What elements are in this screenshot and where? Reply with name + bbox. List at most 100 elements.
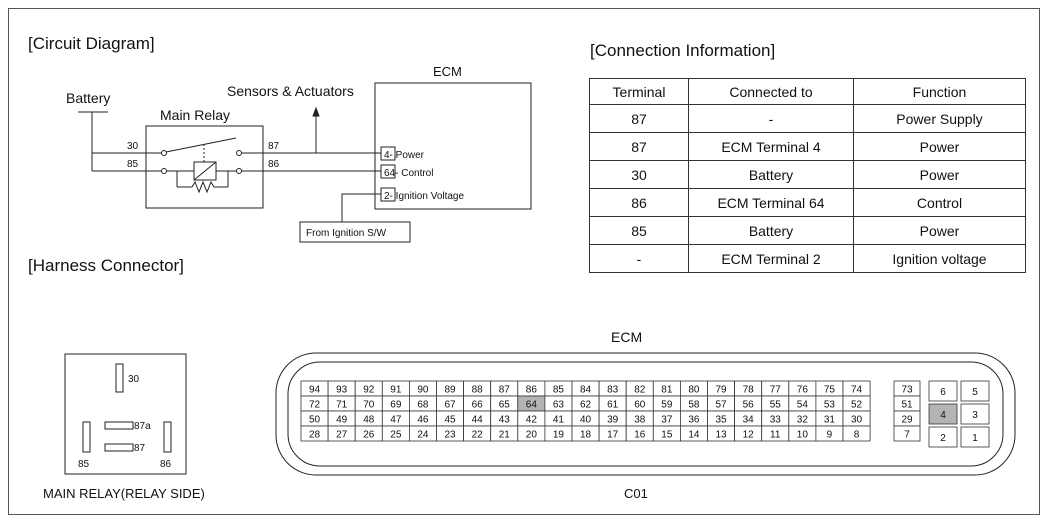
relay-connector: 30 87a 87 85 86 MAIN RELAY(RELAY SIDE)	[43, 353, 205, 501]
ecm-pin-59-label: 59	[661, 400, 673, 411]
ecm-connector-inner-shell	[287, 361, 1004, 467]
ecm-pin-29-label: 29	[901, 415, 913, 426]
ecm-pin-control-label: 64- Control	[384, 168, 433, 179]
ecm-pin-35-label: 35	[715, 415, 727, 426]
ecm-pin-32-label: 32	[797, 415, 809, 426]
sensors-actuators-label: Sensors & Actuators	[227, 83, 354, 99]
ecm-pin-74-label: 74	[851, 385, 863, 396]
ecm-pin-33-label: 33	[770, 415, 782, 426]
relay-coil-diagonal	[193, 161, 217, 181]
relay-terminal-87a	[104, 421, 134, 430]
ecm-box-label: ECM	[433, 64, 462, 79]
ecm-pin-50-label: 50	[309, 415, 321, 426]
ecm-connector-outer-shell	[275, 352, 1016, 476]
connection-table: Terminal Connected to Function 87 - Powe…	[589, 78, 1026, 273]
ignition-switch-box	[299, 221, 411, 243]
ecm-pin-62-label: 62	[580, 400, 592, 411]
ecm-pin-5	[960, 380, 990, 402]
ecm-pin-7	[893, 425, 921, 442]
ecm-pin-61-label: 61	[607, 400, 619, 411]
ecm-pin-58-label: 58	[688, 400, 700, 411]
sensors-arrow-icon	[312, 106, 320, 117]
ecm-connector-label: ECM	[611, 329, 642, 345]
table-cell-terminal: 85	[589, 216, 689, 245]
ecm-pin-75-label: 75	[824, 385, 836, 396]
circuit-diagram-heading: [Circuit Diagram]	[28, 34, 155, 53]
ecm-pin-30-label: 30	[851, 415, 863, 426]
ecm-pin-42-label: 42	[526, 415, 538, 426]
ecm-pin-40-label: 40	[580, 415, 592, 426]
ecm-pin-31-label: 31	[824, 415, 836, 426]
table-cell-function: Power	[853, 216, 1026, 245]
ecm-pin-84-label: 84	[580, 385, 592, 396]
ecm-pin-90-label: 90	[417, 385, 429, 396]
ecm-pin-17-label: 17	[607, 430, 619, 441]
relay-terminal-30	[115, 363, 124, 393]
ecm-pin-13-label: 13	[715, 430, 727, 441]
ecm-pin-ignition-label: 2- Ignition Voltage	[384, 191, 464, 202]
ecm-pin-46-label: 46	[417, 415, 429, 426]
ecm-pin-56-label: 56	[743, 400, 755, 411]
relay-resistor	[177, 180, 228, 194]
ecm-pin-72-label: 72	[309, 400, 321, 411]
table-row: 30 Battery Power	[589, 160, 1026, 189]
relay-contact-87	[236, 150, 242, 156]
ecm-pin-68-label: 68	[417, 400, 429, 411]
ecm-pin-85-label: 85	[553, 385, 565, 396]
ecm-pin-41-label: 41	[553, 415, 565, 426]
ecm-pin-83-label: 83	[607, 385, 619, 396]
ecm-pin-39-label: 39	[607, 415, 619, 426]
ecm-pin-73-label: 73	[901, 385, 913, 396]
relay-connector-body	[64, 353, 187, 475]
ecm-pin-63-label: 63	[553, 400, 565, 411]
ecm-pin-67-label: 67	[444, 400, 456, 411]
table-cell-connected-to: Battery	[688, 160, 854, 189]
table-cell-connected-to: Battery	[688, 216, 854, 245]
ecm-pin-55-label: 55	[770, 400, 782, 411]
ecm-pin-27-label: 27	[336, 430, 348, 441]
ecm-pin-14-label: 14	[688, 430, 700, 441]
ecm-pin-24-label: 24	[417, 430, 429, 441]
ecm-pin-91-label: 91	[390, 385, 402, 396]
ecm-pin-81-label: 81	[661, 385, 673, 396]
circuit-diagram: Battery Main Relay 30 85 87 86 Sensors &…	[66, 64, 532, 243]
ecm-pin-86-label: 86	[526, 385, 538, 396]
ecm-pin-10-label: 10	[797, 430, 809, 441]
ecm-pin-3	[960, 403, 990, 425]
ecm-pin-6-label: 6	[940, 387, 946, 398]
table-cell-function: Power	[853, 160, 1026, 189]
ecm-pin-44-label: 44	[472, 415, 484, 426]
ecm-pin-power-label: 4- Power	[384, 150, 425, 161]
ecm-pin-3-label: 3	[972, 410, 978, 421]
ecm-pin-71-label: 71	[336, 400, 348, 411]
battery-label: Battery	[66, 90, 110, 106]
ecm-pin-7-label: 7	[904, 430, 910, 441]
relay-pin-86-label: 86	[160, 459, 172, 470]
ecm-pin-9-label: 9	[827, 430, 833, 441]
ecm-pin-11-label: 11	[770, 430, 781, 441]
ecm-pin-69-label: 69	[390, 400, 402, 411]
ecm-pin-20-label: 20	[526, 430, 538, 441]
ecm-pin-47-label: 47	[390, 415, 402, 426]
ecm-pin-19-label: 19	[553, 430, 565, 441]
relay-connector-caption: MAIN RELAY(RELAY SIDE)	[43, 486, 205, 501]
ecm-pin-79-label: 79	[715, 385, 727, 396]
relay-contact-30	[161, 150, 167, 156]
ecm-pin-1-label: 1	[972, 433, 978, 444]
relay-pin-87-label: 87	[134, 443, 146, 454]
ecm-pin-4	[380, 146, 396, 161]
ecm-pin-70-label: 70	[363, 400, 375, 411]
ecm-pin-54-label: 54	[797, 400, 809, 411]
table-cell-terminal: 87	[589, 104, 689, 133]
relay-contact-85	[161, 168, 167, 174]
ecm-pin-89-label: 89	[444, 385, 456, 396]
relay-pin-85-label: 85	[78, 459, 90, 470]
ecm-pin-6	[928, 380, 958, 402]
ecm-pin-8	[842, 425, 871, 442]
ecm-pin-64-label: 64	[526, 400, 538, 411]
ecm-pin-57-label: 57	[715, 400, 727, 411]
ecm-pin-37-label: 37	[661, 415, 673, 426]
ecm-pin-8-label: 8	[854, 430, 860, 441]
ecm-pin-28-label: 28	[309, 430, 321, 441]
